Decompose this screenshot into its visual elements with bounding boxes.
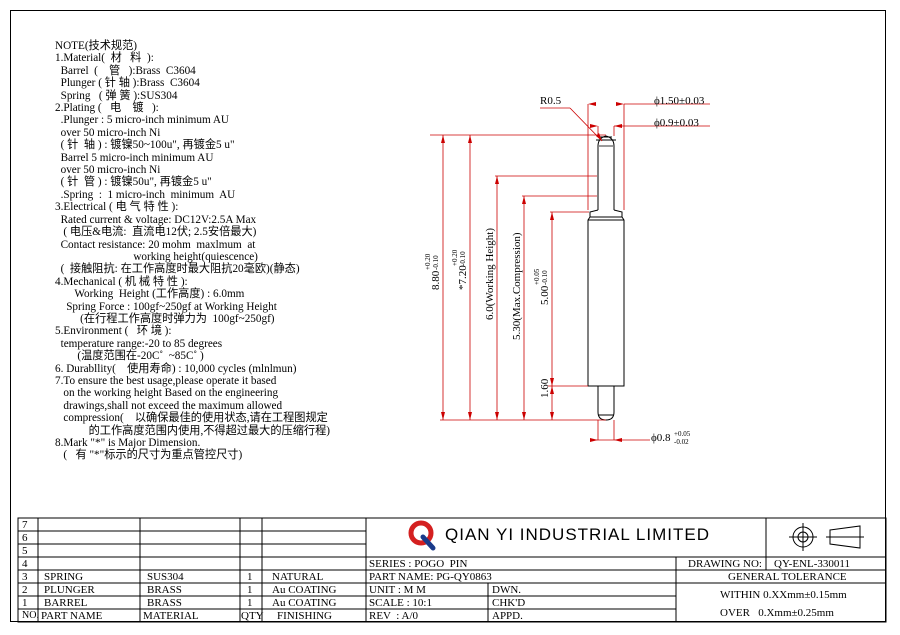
- note-line: ( 针 管 ) : 镀镍50u", 再镀金5 u": [55, 176, 212, 189]
- row-number: 4: [22, 558, 28, 570]
- note-line: 6. Durabllity( 使用寿命) : 10,000 cycles (ml…: [55, 362, 297, 375]
- radius-label: R0.5: [540, 95, 562, 107]
- part-qty: 1: [247, 571, 253, 583]
- header-material: MATERIAL: [143, 610, 199, 622]
- tolerance-within: WITHIN 0.XXmm±0.15mm: [720, 589, 847, 601]
- part-material: BRASS: [147, 584, 182, 596]
- note-line: working height(quiescence): [55, 250, 258, 263]
- note-line: 8.Mark "*" is Major Dimension.: [55, 437, 201, 449]
- part-material: BRASS: [147, 597, 182, 609]
- note-line: ( 接触阻抗: 在工作高度时最大阻抗20毫欧)(静态): [55, 263, 300, 276]
- note-line: Spring ( 弹 簧 ):SUS304: [55, 89, 178, 102]
- revision: REV : A/0: [369, 610, 419, 622]
- note-line: 的工作高度范围内使用,不得超过最大的压缩行程): [55, 424, 331, 437]
- note-line: Contact resistance: 20 mohm maxlmum at: [55, 238, 256, 251]
- note-line: Working Height (工作高度) : 6.0mm: [55, 288, 245, 301]
- dim-720-tol-upper: +0.20: [451, 249, 459, 266]
- row-number: 5: [22, 545, 28, 557]
- note-line: (在行程工作高度时弹力为 100gf~250gf): [55, 312, 275, 325]
- scale: SCALE : 10:1: [369, 597, 432, 609]
- header-finishing: FINISHING: [277, 610, 332, 622]
- header-part-name: PART NAME: [41, 610, 103, 622]
- part-name: BARREL: [44, 597, 88, 609]
- diameter-09-label: ϕ0.9±0.03: [654, 117, 699, 129]
- note-line: .Plunger : 5 micro-inch minimum AU: [55, 114, 230, 127]
- company-logo: [408, 520, 436, 551]
- drawing-no-label: DRAWING NO:: [688, 558, 762, 570]
- note-line: Spring Force : 100gf~250gf at Working He…: [55, 300, 277, 313]
- note-line: ( 电压&电流: 直流电12伏; 2.5安倍最大): [55, 226, 257, 239]
- dim-720-tol-lower: -0.10: [459, 251, 467, 266]
- note-line: 3.Electrical ( 电 气 特 性 ):: [55, 201, 179, 214]
- dimension-arrows: [441, 102, 624, 442]
- unit: UNIT : M M: [369, 584, 426, 596]
- note-line: (温度范围在-20C˚ ~85C˚ ): [55, 350, 204, 363]
- part-qty: 1: [247, 584, 253, 596]
- dim-880-tol-lower: -0.10: [432, 255, 440, 270]
- note-line: drawings,shall not exceed the maximum al…: [55, 399, 283, 412]
- tolerance-over: OVER 0.Xmm±0.25mm: [720, 607, 834, 619]
- note-line: compression( 以确保最佳的使用状态,请在工程图规定: [55, 412, 328, 425]
- note-line: 5.Environment ( 环 境 ):: [55, 325, 172, 338]
- diameter-08-tol-lower: -0.02: [674, 438, 689, 446]
- note-line: Rated current & voltage: DC12V:2.5A Max: [55, 213, 257, 226]
- row-number: 7: [22, 519, 28, 531]
- row-number: 1: [22, 597, 28, 609]
- row-number: 3: [22, 571, 28, 583]
- note-line: Barrel 5 micro-inch minimum AU: [55, 151, 214, 164]
- dim-160-label: 1.60: [539, 378, 551, 398]
- technical-notes: NOTE(技术规范)1.Material( 材 料 ): Barrel ( 管 …: [55, 40, 330, 462]
- dim-500-tol-lower: -0.10: [541, 270, 549, 285]
- note-line: over 50 micro-inch Ni: [55, 164, 161, 177]
- dim-working-height-label: 6.0(Working Height): [484, 228, 496, 320]
- dim-500-label: 5.00: [539, 285, 551, 305]
- part-name: PLUNGER: [44, 584, 95, 596]
- dim-720-label: *7.20: [457, 265, 469, 290]
- dim-880-tol-upper: +0.20: [424, 253, 432, 270]
- dim-880-label: 8.80: [430, 270, 442, 290]
- plunger-tip-outline: [597, 135, 615, 210]
- dim-500-tol-upper: +0.05: [533, 268, 541, 285]
- part-finishing: Au COATING: [272, 584, 337, 596]
- note-line: over 50 micro-inch Ni: [55, 126, 161, 139]
- part-finishing: NATURAL: [272, 571, 324, 583]
- title-block-grid: [17, 517, 887, 623]
- part-name-value: PART NAME: PG-QY0863: [369, 571, 492, 583]
- note-line: 4.Mechanical ( 机 械 特 性 ):: [55, 275, 188, 288]
- note-line: temperature range:-20 to 85 degrees: [55, 337, 223, 350]
- dim-max-compression-label: 5.30(Max.Compression): [511, 232, 523, 340]
- note-line: ( 有 "*"标示的尺寸为重点管控尺寸): [55, 449, 243, 462]
- diameter-150-label: ϕ1.50±0.03: [654, 95, 705, 107]
- company-name: QIAN YI INDUSTRIAL LIMITED: [445, 525, 710, 544]
- note-line: Plunger ( 针 轴 ):Brass C3604: [55, 77, 200, 90]
- appd-label: APPD.: [492, 610, 523, 622]
- header-qty: QTY: [241, 610, 264, 622]
- note-line: ( 针 轴 ) : 镀镍50~100u", 再镀金5 u": [55, 139, 235, 152]
- row-number: 2: [22, 584, 28, 596]
- barrel-outline: [587, 209, 625, 387]
- dwn-label: DWN.: [492, 584, 522, 596]
- part-name: SPRING: [44, 571, 84, 583]
- note-line: 7.To ensure the best usage,please operat…: [55, 374, 277, 387]
- note-line: 2.Plating ( 电 镀 ):: [55, 102, 159, 115]
- part-material: SUS304: [147, 571, 184, 583]
- row-number: NO.: [22, 610, 39, 621]
- part-qty: 1: [247, 597, 253, 609]
- note-line: Barrel ( 管 ):Brass C3604: [55, 64, 196, 77]
- general-tolerance: GENERAL TOLERANCE: [728, 571, 847, 583]
- note-line: on the working height Based on the engin…: [55, 387, 279, 400]
- note-line: NOTE(技术规范): [55, 40, 138, 52]
- dimension-lines: [430, 103, 710, 441]
- projection-symbol-icon: [789, 523, 864, 551]
- diameter-08-tol-upper: +0.05: [674, 430, 691, 438]
- part-finishing: Au COATING: [272, 597, 337, 609]
- note-line: .Spring : 1 micro-inch minimum AU: [55, 188, 236, 201]
- note-line: 1.Material( 材 料 ):: [55, 52, 154, 65]
- drawing-no: QY-ENL-330011: [774, 558, 850, 570]
- chkd-label: CHK'D: [492, 597, 526, 609]
- row-number: 6: [22, 532, 28, 544]
- diameter-08-label: ϕ0.8: [651, 432, 671, 444]
- series: SERIES : POGO PIN: [369, 558, 468, 570]
